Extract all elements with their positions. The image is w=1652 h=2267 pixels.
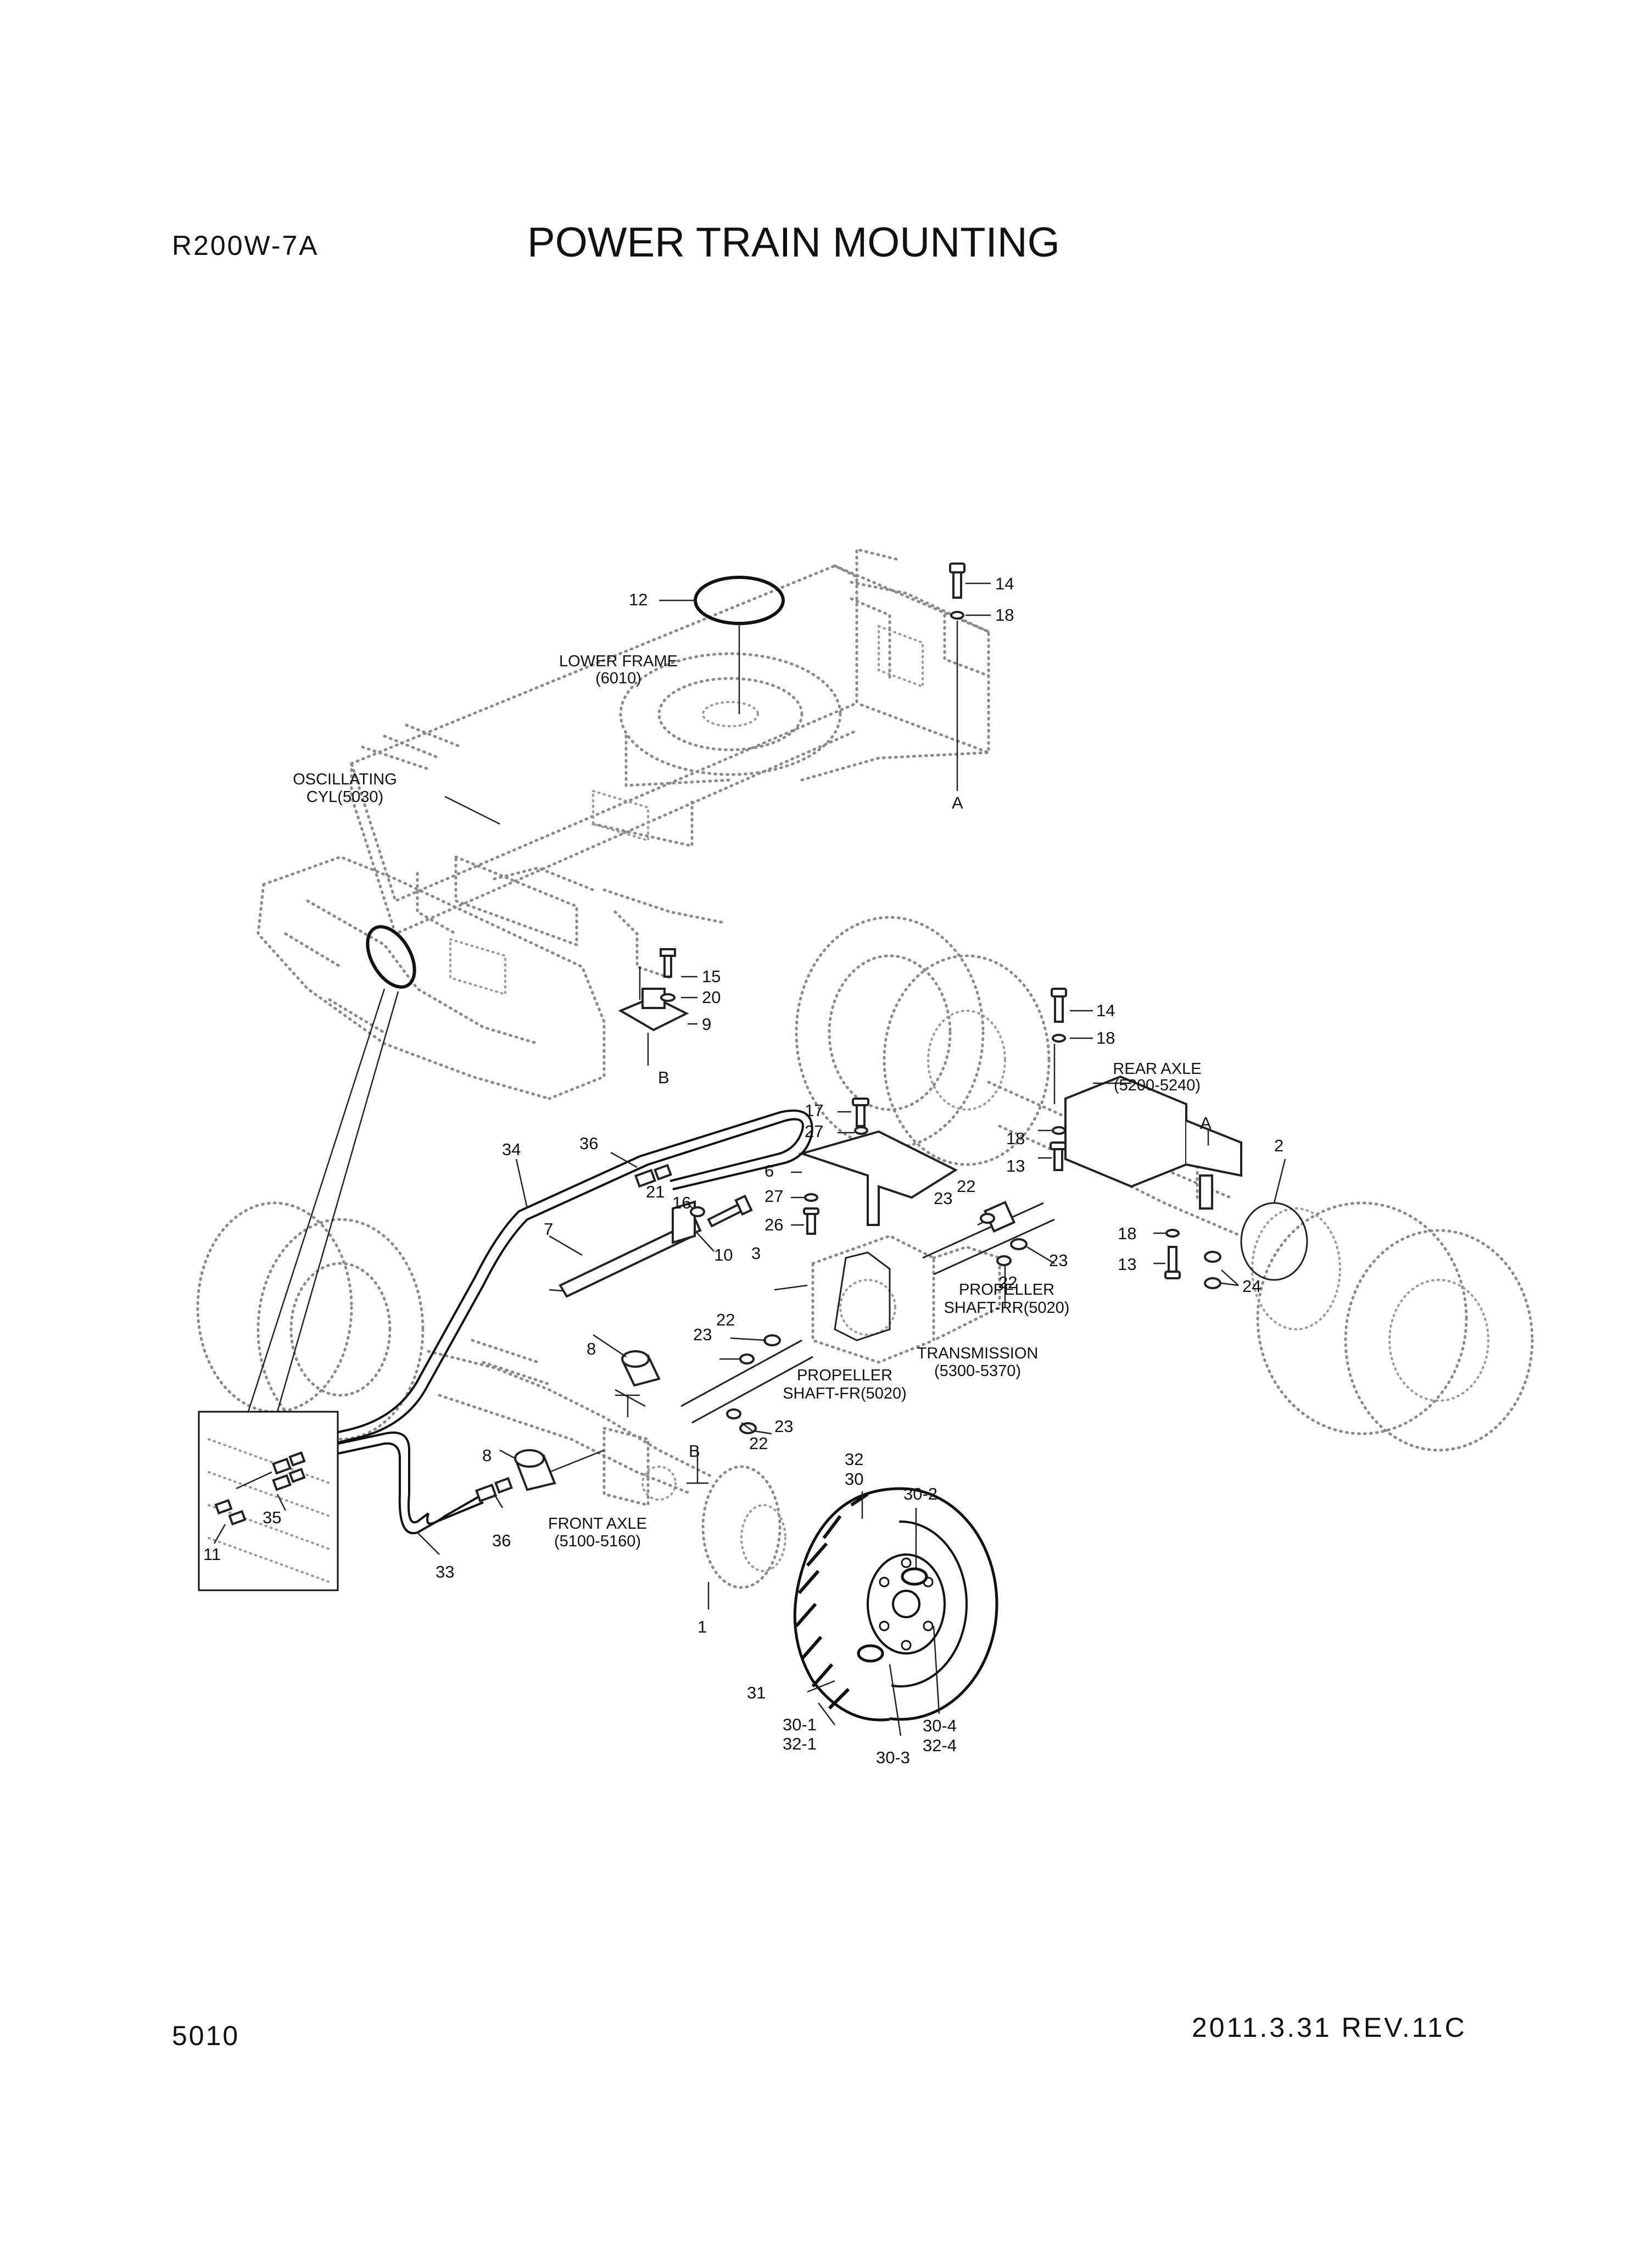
lower-frame-ref: (6010) [595, 670, 641, 687]
propeller-shaft-rr-ref: SHAFT-RR(5020) [944, 1299, 1070, 1317]
callout-34: 34 [502, 1140, 521, 1159]
hose-34 [307, 1109, 813, 1451]
callout-18: 18 [1006, 1129, 1025, 1148]
propeller-shaft-fr-ref: SHAFT-FR(5020) [783, 1385, 907, 1402]
transmission-mount-bracket-6 [791, 1098, 958, 1235]
bolt-14-top [949, 562, 991, 791]
callout-32-1: 32-1 [783, 1734, 817, 1753]
assembly-captions: LOWER FRAME (6010) OSCILLATING CYL(5030)… [293, 653, 1201, 1550]
callout-13: 13 [1118, 1255, 1136, 1274]
callout-16: 16 [672, 1193, 691, 1212]
callout-23: 23 [934, 1189, 952, 1208]
callout-30-2: 30-2 [903, 1484, 937, 1503]
callout-20: 20 [702, 988, 721, 1007]
callout-30-3: 30-3 [876, 1748, 910, 1767]
front-axle-1 [615, 1394, 710, 1609]
callout-18: 18 [1118, 1224, 1136, 1243]
transmission-3 [774, 1234, 1001, 1364]
front-axle-outline [196, 1201, 786, 1589]
hose-33 [307, 1432, 513, 1555]
callout-30-1: 30-1 [783, 1715, 817, 1734]
reference-b: B [689, 1441, 700, 1461]
callout-10: 10 [714, 1245, 733, 1265]
callout-6: 6 [764, 1161, 774, 1180]
reference-a: A [1200, 1113, 1212, 1133]
transmission-ref: (5300-5370) [934, 1362, 1021, 1380]
callout-23: 23 [1049, 1251, 1068, 1270]
callout-numbers: 12 14 18 A 15 20 9 B 14 18 18 13 A 2 18 … [203, 574, 1283, 1767]
bolt-16 [686, 1194, 753, 1228]
callout-23: 23 [693, 1325, 712, 1344]
callout-27: 27 [805, 1122, 823, 1141]
front-axle-ref: (5100-5160) [554, 1533, 641, 1550]
fitting-36-upper [610, 1151, 672, 1188]
rear-axle-ref: (5200-5240) [1114, 1077, 1201, 1094]
rear-axle-label: REAR AXLE [1113, 1060, 1201, 1078]
callout-2: 2 [1274, 1136, 1283, 1155]
callout-36: 36 [492, 1531, 511, 1550]
propeller-shaft-fr [680, 1334, 813, 1435]
callout-35: 35 [263, 1508, 281, 1527]
callout-8: 8 [587, 1339, 596, 1358]
propeller-shaft-rr-label: PROPELLER [959, 1281, 1054, 1299]
rear-axle-bolts [1038, 988, 1308, 1289]
callout-1: 1 [697, 1617, 707, 1636]
callout-14: 14 [995, 574, 1014, 593]
callout-26: 26 [764, 1215, 783, 1234]
callout-11: 11 [203, 1545, 221, 1564]
mount-bracket-9 [618, 948, 697, 1066]
propeller-shaft-fr-label: PROPELLER [797, 1367, 892, 1384]
callout-24: 24 [1242, 1277, 1261, 1296]
callout-9: 9 [702, 1015, 711, 1034]
reference-a: A [952, 793, 963, 812]
front-axle-label: FRONT AXLE [548, 1515, 647, 1533]
page-number: 5010 [172, 2020, 240, 2051]
callout-22: 22 [716, 1310, 735, 1329]
callout-32-4: 32-4 [923, 1736, 957, 1755]
callout-13: 13 [1006, 1156, 1025, 1176]
transmission-label: TRANSMISSION [917, 1345, 1039, 1362]
lower-frame-outline [256, 547, 990, 1100]
propeller-shaft-rr [922, 1200, 1055, 1307]
bushing-8-upper [593, 1334, 661, 1407]
model-code: R200W-7A [172, 230, 319, 261]
revision-date: 2011.3.31 REV.11C [1192, 2012, 1467, 2043]
reference-b: B [658, 1068, 669, 1087]
callout-17: 17 [805, 1101, 823, 1120]
callout-15: 15 [702, 967, 721, 986]
wheel-tire-assembly-30 [793, 1487, 998, 1736]
callout-8: 8 [482, 1446, 492, 1465]
callout-32: 32 [845, 1450, 863, 1469]
oscillating-seal-ring [247, 795, 500, 1412]
detail-inset-box [198, 1411, 339, 1591]
callout-33: 33 [436, 1562, 454, 1581]
callout-23: 23 [774, 1417, 793, 1436]
bushing-8-lower [499, 1449, 605, 1491]
callout-22: 22 [749, 1434, 768, 1453]
callout-21: 21 [646, 1182, 665, 1201]
callout-30: 30 [845, 1469, 863, 1489]
callout-27: 27 [764, 1187, 783, 1206]
callout-14: 14 [1096, 1001, 1115, 1020]
callout-18: 18 [995, 605, 1014, 625]
callout-7: 7 [544, 1219, 553, 1239]
oscillating-cyl-label: OSCILLATING [293, 771, 397, 788]
oscillating-cyl-ref: CYL(5030) [306, 788, 383, 806]
callout-3: 3 [751, 1244, 761, 1263]
callout-30-4: 30-4 [923, 1716, 957, 1735]
lower-frame-label: LOWER FRAME [559, 653, 678, 670]
callout-31: 31 [747, 1683, 766, 1702]
callout-36: 36 [579, 1134, 598, 1153]
page-title: POWER TRAIN MOUNTING [527, 219, 1060, 266]
callout-22: 22 [957, 1177, 975, 1196]
callout-22: 22 [998, 1273, 1017, 1292]
o-ring-12 [659, 576, 785, 714]
callout-12: 12 [629, 590, 648, 609]
callout-18: 18 [1096, 1028, 1115, 1048]
